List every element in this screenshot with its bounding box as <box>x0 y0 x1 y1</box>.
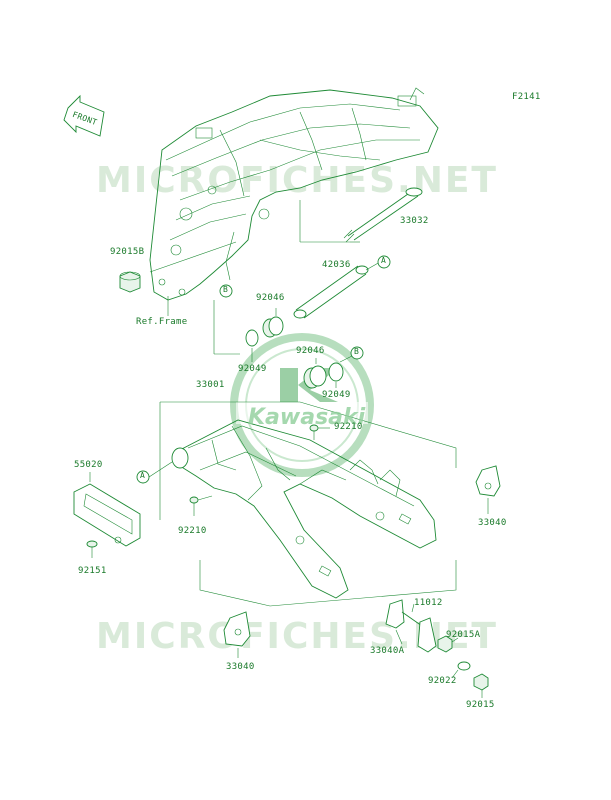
marker-b-1: B <box>223 285 229 294</box>
swingarm-33001 <box>171 419 437 599</box>
collar-tube-42036 <box>293 265 369 319</box>
nut-92015B <box>119 271 141 293</box>
callout-33040-left: 33040 <box>226 662 255 672</box>
axle-bolt-33032 <box>343 187 423 243</box>
marker-a-2: A <box>140 471 146 480</box>
diagram-code: F2141 <box>512 92 541 102</box>
callout-33001: 33001 <box>196 380 225 390</box>
callout-92049-lower: 92049 <box>322 390 351 400</box>
callout-ref-frame: Ref.Frame <box>136 317 188 327</box>
marker-b-circle-2 <box>350 346 364 360</box>
front-arrow-icon <box>63 94 105 137</box>
callout-92210-lower: 92210 <box>178 526 207 536</box>
screw-92151 <box>86 540 98 558</box>
watermark-top: MICROFICHES.NET <box>96 160 498 201</box>
nut-92015A <box>437 635 453 653</box>
chain-adjuster-33040-right <box>475 465 501 497</box>
seal-92049-lower <box>328 362 344 382</box>
kawasaki-logo-text: Kawasaki <box>248 405 366 430</box>
chain-guard-55020 <box>73 483 141 547</box>
bushing-92046-upper <box>262 316 284 338</box>
callout-33032: 33032 <box>400 216 429 226</box>
seal-92049-upper <box>245 329 259 347</box>
callout-92151: 92151 <box>78 566 107 576</box>
callout-92046-lower: 92046 <box>296 346 325 356</box>
bolt-92210-lower <box>189 496 199 516</box>
bolt-92210-upper <box>309 424 319 440</box>
frame-drawing <box>149 87 439 301</box>
marker-a-circle-1 <box>377 255 391 269</box>
callout-33040A: 33040A <box>370 646 405 656</box>
chain-adjuster-33040-left <box>223 611 251 647</box>
callout-33040-right: 33040 <box>478 518 507 528</box>
callout-92049-upper: 92049 <box>238 364 267 374</box>
callout-92022: 92022 <box>428 676 457 686</box>
callout-92015B: 92015B <box>110 247 145 257</box>
washer-92022 <box>457 661 471 671</box>
callout-92210-upper: 92210 <box>334 422 363 432</box>
callout-55020: 55020 <box>74 460 103 470</box>
marker-b-2: B <box>354 347 360 356</box>
marker-b-circle-1 <box>219 284 233 298</box>
callout-11012: 11012 <box>414 598 443 608</box>
bushing-92046-lower <box>303 365 327 389</box>
callout-92015A: 92015A <box>446 630 481 640</box>
adjuster-plate-33040A <box>385 599 437 653</box>
callout-92046-upper: 92046 <box>256 293 285 303</box>
nut-92015 <box>473 673 489 691</box>
callout-42036: 42036 <box>322 260 351 270</box>
marker-a-1: A <box>381 256 387 265</box>
callout-92015: 92015 <box>466 700 495 710</box>
